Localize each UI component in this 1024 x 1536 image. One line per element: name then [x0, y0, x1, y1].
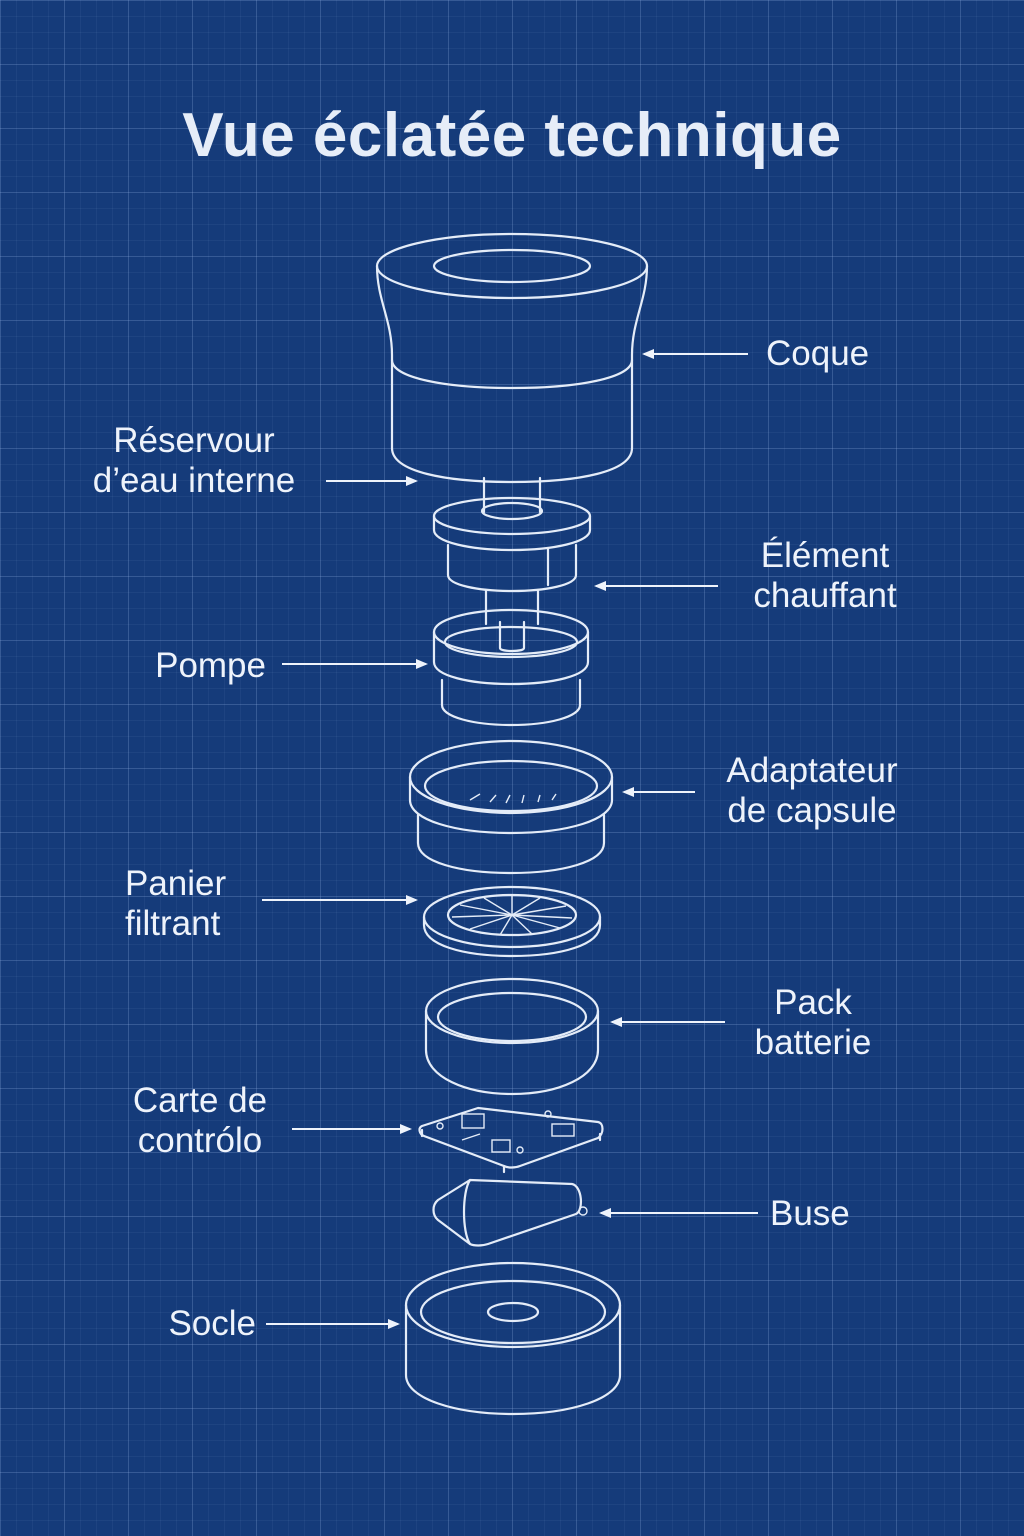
label-adaptateur: Adaptateur de capsule [726, 751, 898, 830]
label-panier-filtrant: Panier filtrant [125, 864, 227, 943]
label-buse: Buse [770, 1194, 850, 1233]
label-coque: Coque [766, 334, 870, 373]
part-pack-batterie [424, 977, 600, 1096]
diagram-title: Vue éclatée technique [182, 101, 842, 170]
part-element-chauffant [432, 496, 592, 653]
part-socle [404, 1261, 622, 1416]
part-panier-filtrant [422, 885, 602, 958]
label-socle: Socle [168, 1304, 256, 1343]
part-pompe [432, 608, 590, 727]
label-reservoir: Réservour d’eau interne [92, 421, 296, 500]
label-carte-controle: Carte de contrólo [132, 1081, 268, 1160]
part-shaft-upper [482, 476, 542, 514]
part-carte-controle [418, 1106, 604, 1174]
part-adaptateur-capsule [408, 739, 614, 875]
label-element-chauffant: Élément chauffant [753, 536, 897, 615]
label-pompe: Pompe [155, 646, 266, 685]
leader-lines [262, 349, 758, 1329]
part-coque [375, 232, 649, 484]
label-pack-batterie: Pack batterie [754, 983, 872, 1062]
part-buse [432, 1178, 588, 1247]
